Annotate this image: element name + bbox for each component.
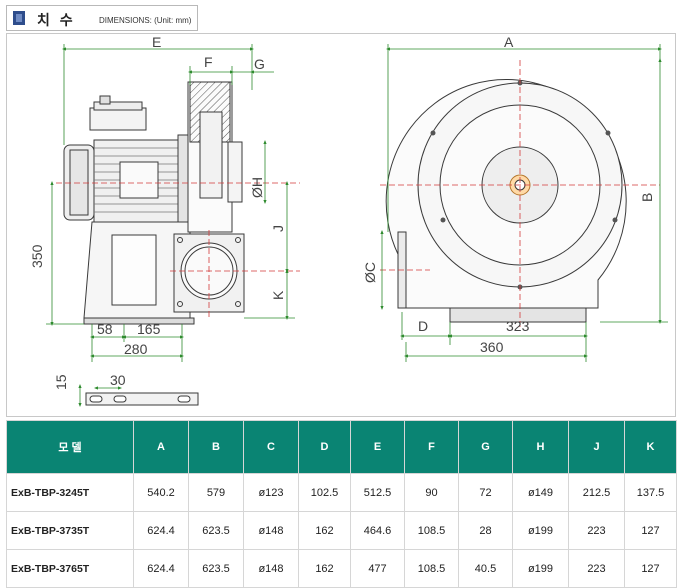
table-row: ExB-TBP-3735T 624.4 623.5 ø148 162 464.6…	[6, 511, 677, 550]
column-header: G	[458, 420, 513, 474]
table-cell: 28	[458, 511, 513, 550]
column-header: C	[243, 420, 299, 474]
table-cell: 477	[350, 549, 405, 588]
dim-label-350: 350	[29, 244, 45, 268]
table-cell: ø199	[512, 511, 569, 550]
column-header: F	[404, 420, 459, 474]
dim-label-e: E	[152, 34, 161, 50]
table-cell: ø199	[512, 549, 569, 588]
dim-label-30: 30	[110, 372, 126, 388]
table-cell: 108.5	[404, 511, 459, 550]
drawing-frame	[6, 33, 676, 417]
dim-label-a: A	[504, 34, 514, 50]
foot-bracket-detail	[78, 384, 199, 407]
column-header: E	[350, 420, 405, 474]
model-cell: ExB-TBP-3735T	[6, 511, 134, 550]
column-header: K	[624, 420, 677, 474]
dim-label-165: 165	[137, 321, 161, 337]
table-cell: 127	[624, 549, 677, 588]
dim-label-323: 323	[506, 318, 530, 334]
front-view-centerlines	[380, 60, 660, 330]
table-cell: 102.5	[298, 473, 351, 512]
dim-label-f: F	[204, 54, 213, 70]
dimension-table: 모 델 A B C D E F G H J K ExB-TBP-3245T 54…	[6, 420, 677, 588]
table-cell: ø148	[243, 511, 299, 550]
model-cell: ExB-TBP-3765T	[6, 549, 134, 588]
table-row: ExB-TBP-3765T 624.4 623.5 ø148 162 477 1…	[6, 549, 677, 588]
side-view-centerlines	[56, 182, 300, 318]
table-header-row: 모 델 A B C D E F G H J K	[6, 420, 677, 474]
dim-label-b: B	[639, 193, 655, 202]
table-cell: 624.4	[133, 549, 189, 588]
table-cell: 90	[404, 473, 459, 512]
column-header: A	[133, 420, 189, 474]
section-header: 치 수 DIMENSIONS: (Unit: mm)	[6, 5, 198, 31]
side-view	[63, 81, 245, 325]
dim-label-k: K	[270, 290, 286, 300]
table-cell: 540.2	[133, 473, 189, 512]
table-cell: 464.6	[350, 511, 405, 550]
column-header: B	[188, 420, 244, 474]
side-view-dimensions	[46, 44, 295, 362]
table-cell: ø123	[243, 473, 299, 512]
table-cell: 162	[298, 511, 351, 550]
dim-label-15: 15	[53, 374, 69, 390]
dim-label-58: 58	[97, 321, 113, 337]
table-cell: 162	[298, 549, 351, 588]
section-marker-icon	[13, 11, 25, 25]
table-cell: 223	[568, 511, 625, 550]
table-cell: ø148	[243, 549, 299, 588]
dim-label-d: D	[418, 318, 428, 334]
front-view	[385, 78, 627, 323]
table-cell: 623.5	[188, 511, 244, 550]
table-cell: 127	[624, 511, 677, 550]
table-cell: 108.5	[404, 549, 459, 588]
dimension-drawing: E F G ØH J K 350 58 165 280 15 30	[29, 34, 668, 407]
table-cell: 579	[188, 473, 244, 512]
table-cell: 212.5	[568, 473, 625, 512]
dim-label-g: G	[254, 56, 265, 72]
table-cell: ø149	[512, 473, 569, 512]
table-cell: 512.5	[350, 473, 405, 512]
dim-label-280: 280	[124, 341, 148, 357]
model-cell: ExB-TBP-3245T	[6, 473, 134, 512]
column-header: J	[568, 420, 625, 474]
column-header: H	[512, 420, 569, 474]
table-cell: 223	[568, 549, 625, 588]
column-header: 모 델	[6, 420, 134, 474]
table-cell: 72	[458, 473, 513, 512]
front-view-dimensions	[380, 44, 668, 362]
dim-label-h: ØH	[249, 177, 265, 198]
section-subtitle: DIMENSIONS: (Unit: mm)	[99, 16, 192, 25]
table-cell: 623.5	[188, 549, 244, 588]
table-cell: 137.5	[624, 473, 677, 512]
column-header: D	[298, 420, 351, 474]
dim-label-j: J	[270, 225, 286, 232]
dim-label-360: 360	[480, 339, 504, 355]
table-cell: 624.4	[133, 511, 189, 550]
table-cell: 40.5	[458, 549, 513, 588]
table-row: ExB-TBP-3245T 540.2 579 ø123 102.5 512.5…	[6, 473, 677, 512]
dim-label-c: ØC	[362, 262, 378, 283]
section-title: 치 수	[37, 12, 76, 28]
